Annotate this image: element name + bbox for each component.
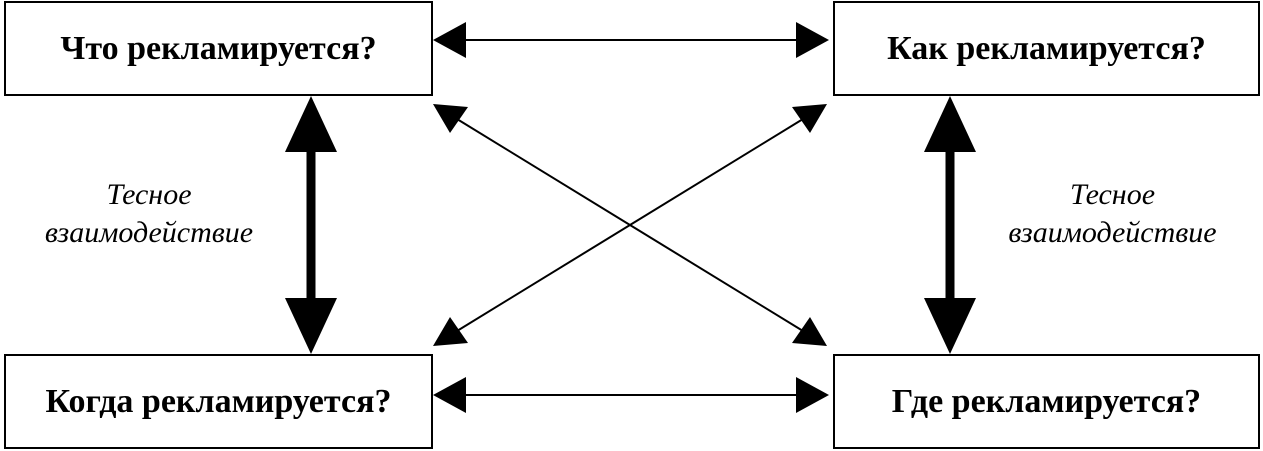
label-left-line1: Тесное — [106, 178, 192, 211]
arrow-what-when — [285, 96, 337, 354]
arrow-when-where — [433, 377, 829, 413]
box-how-label: Как рекламируется? — [887, 29, 1206, 67]
box-where-label: Где рекламируется? — [891, 382, 1202, 420]
box-what-label: Что рекламируется? — [60, 29, 377, 67]
arrow-what-how — [433, 22, 829, 58]
close-interaction-label-right: Тесное взаимодействие — [965, 176, 1260, 252]
box-where-advertised: Где рекламируется? — [833, 354, 1260, 449]
arrow-how-where — [924, 96, 976, 354]
label-right-line2: взаимодействие — [1008, 216, 1217, 249]
close-interaction-label-left: Тесное взаимодействие — [4, 176, 294, 252]
box-when-advertised: Когда рекламируется? — [4, 354, 433, 449]
box-when-label: Когда рекламируется? — [45, 382, 392, 420]
label-left-line2: взаимодействие — [44, 216, 254, 249]
label-right-line1: Тесное — [1069, 178, 1156, 211]
box-what-advertised: Что рекламируется? — [4, 1, 433, 96]
arrow-how-when — [433, 104, 827, 346]
box-how-advertised: Как рекламируется? — [833, 1, 1260, 96]
